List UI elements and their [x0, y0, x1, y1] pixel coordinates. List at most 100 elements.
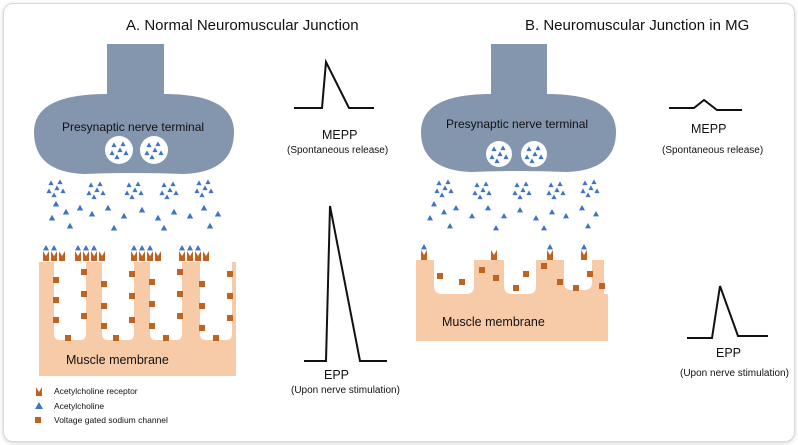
acetylcholine-molecule	[52, 200, 60, 207]
acetylcholine-molecule	[161, 182, 167, 188]
acetylcholine-receptor	[59, 251, 65, 261]
acetylcholine-molecule	[529, 158, 535, 164]
acetylcholine-molecule	[51, 192, 57, 198]
acetylcholine-molecule	[517, 194, 523, 200]
acetylcholine-molecule	[421, 244, 427, 250]
acetylcholine-molecule	[439, 192, 445, 198]
acetylcholine-molecule	[588, 185, 594, 191]
acetylcholine-molecule	[138, 206, 146, 213]
acetylcholine-molecule	[173, 190, 179, 196]
acetylcholine-molecule	[131, 245, 137, 251]
acetylcholine-molecule	[480, 187, 486, 193]
acetylcholine-molecule	[485, 205, 491, 211]
legend-acetylcholine-icon	[35, 402, 43, 409]
acetylcholine-molecule	[582, 180, 588, 186]
sodium-channel	[113, 335, 119, 341]
panel-b-released-acetylcholine	[427, 201, 599, 231]
sodium-channel	[227, 293, 233, 299]
sodium-channel	[129, 293, 135, 299]
sodium-channel	[129, 271, 135, 277]
sodium-channel	[587, 271, 593, 277]
acetylcholine-molecule	[563, 213, 569, 219]
acetylcholine-molecule	[580, 188, 586, 194]
sodium-channel	[479, 267, 485, 273]
acetylcholine-molecule	[472, 190, 478, 196]
acetylcholine-molecule	[91, 194, 97, 200]
acetylcholine-molecule	[541, 225, 547, 231]
sodium-channel	[177, 269, 183, 275]
panel-b-acetylcholine-receptors	[421, 244, 587, 260]
acetylcholine-molecule	[170, 208, 178, 215]
panel-a-mepp-sub: (Spontaneous release)	[287, 145, 388, 156]
panel-b-epp-trace	[687, 285, 768, 339]
legend-receptor-label: Acetylcholine receptor	[54, 386, 138, 396]
panel-a-epp-sub: (Upon nerve stimulation)	[291, 385, 400, 396]
acetylcholine-molecule	[477, 194, 483, 200]
acetylcholine-molecule	[139, 245, 145, 251]
acetylcholine-molecule	[489, 154, 495, 160]
acetylcholine-molecule	[83, 245, 89, 251]
acetylcholine-molecule	[483, 181, 489, 187]
acetylcholine-receptor	[83, 251, 89, 261]
legend-acetylcholine-label: Acetylcholine	[54, 401, 104, 411]
acetylcholine-molecule	[123, 150, 129, 156]
acetylcholine-molecule	[155, 141, 161, 147]
acetylcholine-molecule	[445, 179, 451, 185]
acetylcholine-receptor	[131, 251, 137, 261]
acetylcholine-molecule	[581, 244, 587, 250]
acetylcholine-molecule	[110, 224, 118, 231]
acetylcholine-molecule	[159, 190, 165, 196]
sodium-channel	[81, 291, 87, 297]
acetylcholine-molecule	[523, 181, 529, 187]
acetylcholine-molecule	[208, 188, 214, 194]
acetylcholine-molecule	[494, 158, 500, 164]
sodium-channel	[437, 273, 443, 279]
sodium-channel	[227, 271, 233, 277]
acetylcholine-molecule	[147, 245, 153, 251]
acetylcholine-molecule	[442, 185, 448, 191]
panel-a-epp-label: EPP	[324, 368, 349, 382]
acetylcholine-receptor	[421, 250, 427, 260]
panel-a-acetylcholine-receptors	[43, 245, 209, 261]
acetylcholine-molecule	[493, 225, 499, 231]
sodium-channel	[101, 281, 107, 287]
acetylcholine-molecule	[517, 207, 523, 213]
acetylcholine-molecule	[144, 150, 150, 156]
sodium-channel	[199, 281, 205, 287]
acetylcholine-molecule	[111, 142, 117, 148]
sodium-channel	[177, 291, 183, 297]
acetylcholine-molecule	[126, 182, 132, 188]
acetylcholine-molecule	[124, 190, 130, 196]
sodium-channel	[65, 335, 71, 341]
sodium-channel	[149, 279, 155, 285]
panel-b-membrane-label: Muscle membrane	[442, 315, 545, 329]
sodium-channel	[81, 313, 87, 319]
sodium-channel	[129, 317, 135, 323]
acetylcholine-molecule	[520, 187, 526, 193]
acetylcholine-molecule	[170, 181, 176, 187]
acetylcholine-molecule	[557, 181, 563, 187]
acetylcholine-molecule	[206, 222, 214, 229]
acetylcholine-molecule	[57, 179, 63, 185]
legend-receptor-icon	[36, 387, 42, 396]
acetylcholine-molecule	[104, 204, 112, 211]
sodium-channel	[513, 285, 519, 291]
acetylcholine-molecule	[532, 151, 538, 157]
acetylcholine-molecule	[538, 154, 544, 160]
acetylcholine-molecule	[146, 142, 152, 148]
acetylcholine-receptor	[147, 251, 153, 261]
panel-b-epp-sub: (Upon nerve stimulation)	[680, 368, 789, 379]
acetylcholine-molecule	[149, 154, 155, 160]
acetylcholine-molecule	[535, 145, 541, 151]
panel-b-sodium-channels	[437, 263, 605, 291]
sodium-channel	[149, 323, 155, 329]
acetylcholine-molecule	[546, 190, 552, 196]
acetylcholine-molecule	[514, 182, 520, 188]
acetylcholine-molecule	[46, 188, 52, 194]
sodium-channel	[101, 303, 107, 309]
panel-b-terminal-label: Presynaptic nerve terminal	[446, 117, 588, 131]
acetylcholine-molecule	[195, 245, 201, 251]
acetylcholine-molecule	[526, 190, 532, 196]
acetylcholine-molecule	[117, 147, 123, 153]
legend: Acetylcholine receptor Acetylcholine Vol…	[35, 386, 168, 425]
